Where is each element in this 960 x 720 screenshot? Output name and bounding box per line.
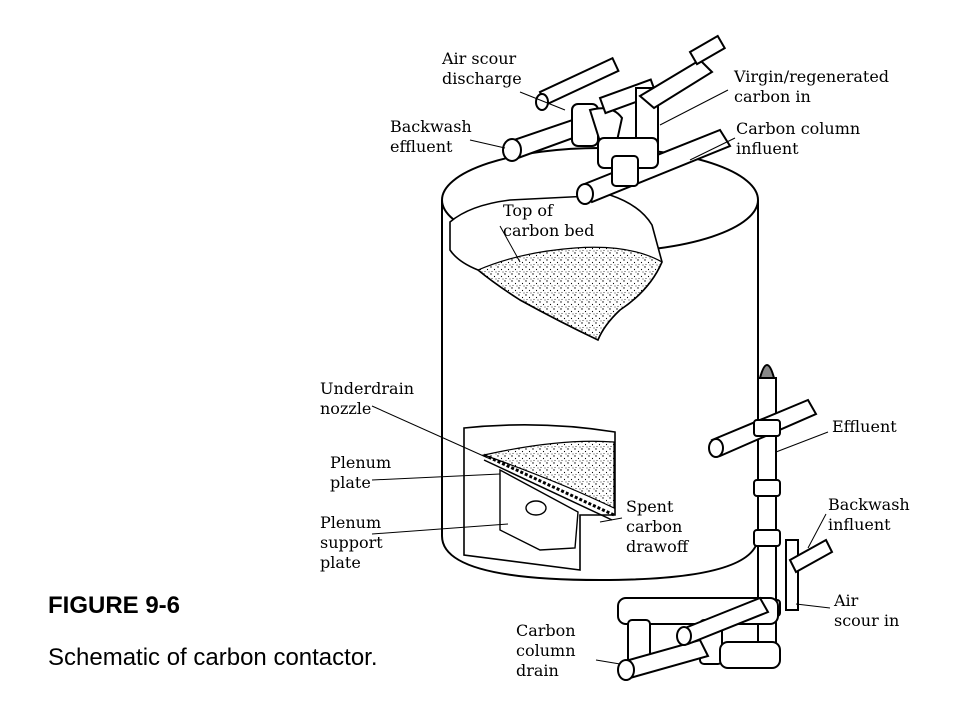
underdrain-cutaway	[463, 424, 616, 571]
plenum-plate	[483, 459, 613, 521]
carbon-in-bottom	[481, 440, 615, 509]
figure-caption: Schematic of carbon contactor.	[48, 644, 378, 671]
carbon-bed-surface	[476, 246, 663, 341]
bottom-piping	[617, 596, 781, 681]
figure-title: FIGURE 9-6	[48, 592, 181, 619]
label-effluent: Effluent	[832, 417, 897, 436]
right-piping	[708, 364, 834, 649]
leader-lines	[371, 89, 831, 665]
top-piping	[502, 34, 732, 205]
underdrain-nozzle-row	[483, 453, 615, 517]
